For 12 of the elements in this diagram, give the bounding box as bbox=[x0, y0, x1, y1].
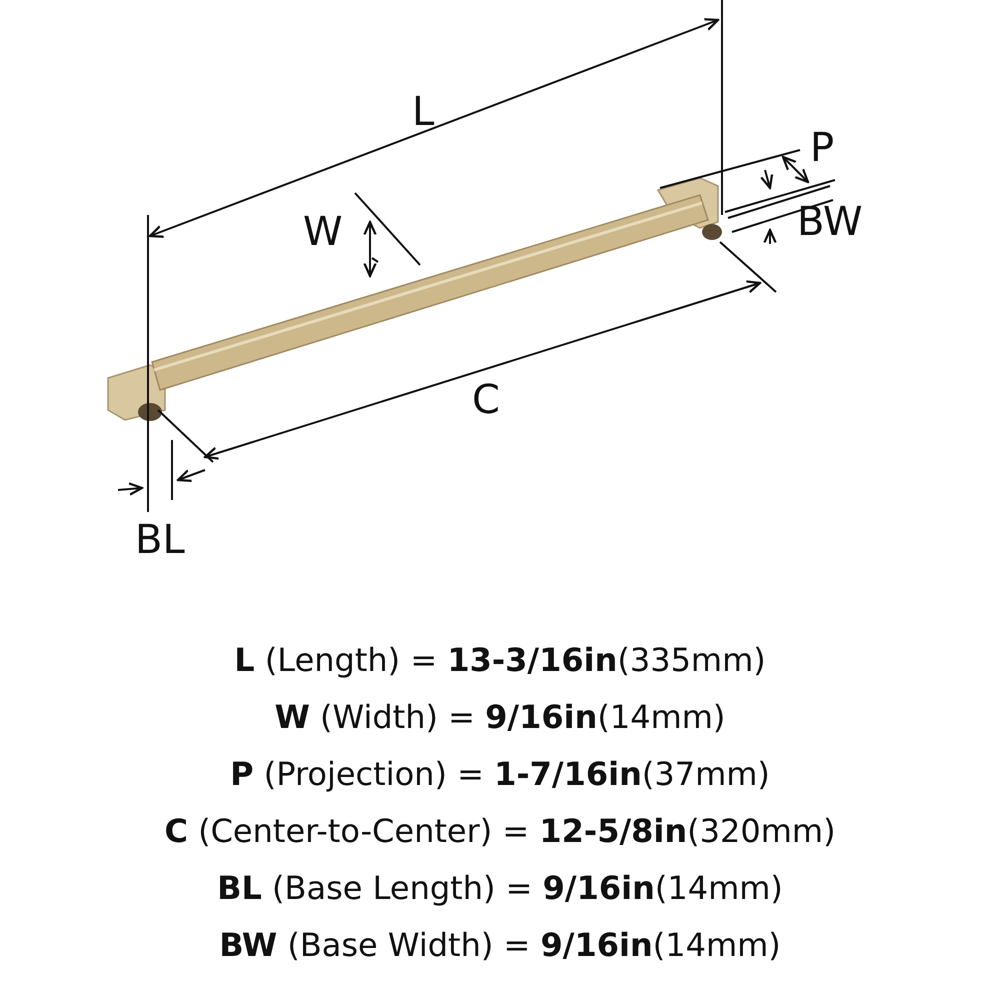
specification-text: P (Projection) = 1-7/16in(37mm) bbox=[230, 755, 770, 793]
dimension-label: W bbox=[303, 212, 343, 252]
dimension-label: BW bbox=[797, 202, 863, 242]
dimension-label: P bbox=[810, 128, 834, 168]
specification-text: BW (Base Width) = 9/16in(14mm) bbox=[219, 926, 781, 964]
dimension-label: C bbox=[472, 380, 500, 420]
dimension-label: BL bbox=[135, 520, 185, 560]
specification-text: C (Center-to-Center) = 12-5/8in(320mm) bbox=[164, 812, 836, 850]
specification-text: L (Length) = 13-3/16in(335mm) bbox=[234, 641, 766, 679]
specification-text: W (Width) = 9/16in(14mm) bbox=[274, 698, 726, 736]
dimension-label: L bbox=[412, 92, 434, 132]
specification-text: BL (Base Length) = 9/16in(14mm) bbox=[217, 869, 783, 907]
